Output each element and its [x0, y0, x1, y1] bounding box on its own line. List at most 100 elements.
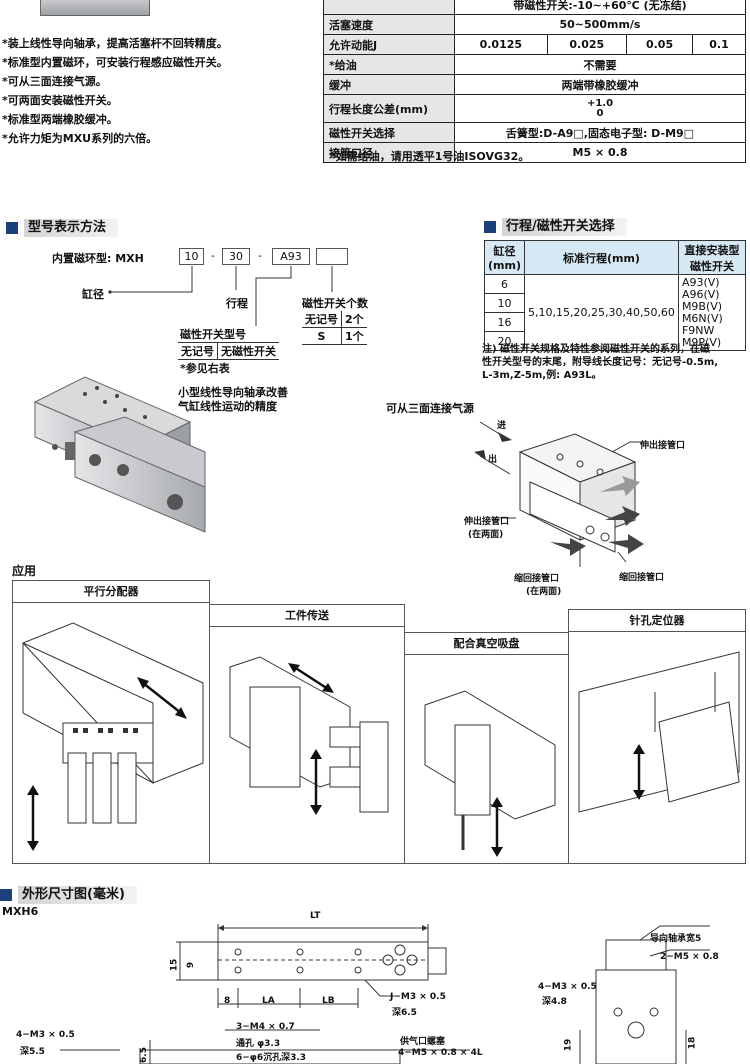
spec-value: M5 × 0.8: [454, 142, 746, 163]
dim-LT: LT: [310, 911, 321, 921]
qty-code: S: [302, 327, 342, 345]
qty-code: 无记号: [302, 311, 342, 328]
dim-deep55: 深5.5: [20, 1047, 45, 1057]
dim-LB: LB: [322, 996, 335, 1006]
stroke-label: 行程: [226, 297, 248, 310]
model-lines: [108, 266, 333, 326]
dim-m3-right: 4−M3 × 0.5: [538, 982, 597, 992]
qty-value: 1个: [341, 327, 367, 345]
model-dash: -: [258, 249, 262, 262]
dim-19: 19: [563, 1038, 574, 1052]
dim-deep48: 深4.8: [542, 997, 567, 1007]
type-value: 无磁性开关: [217, 342, 279, 360]
app-title: 配合真空吸盘: [405, 633, 568, 655]
section-title: 外形尺寸图(毫米): [18, 886, 137, 904]
qty-label: 磁性开关个数: [302, 297, 368, 310]
section-title: 行程/磁性开关选择: [502, 218, 627, 236]
model-code-qty: [316, 248, 348, 265]
col-header: 缸径(mm): [484, 240, 525, 275]
dim-jdeep: 深6.5: [392, 1008, 417, 1018]
port-retract-bottom: 缩回接管口: [514, 574, 560, 584]
spec-key: 磁性开关选择: [323, 122, 455, 143]
app-panel-pin: 针孔定位器: [568, 609, 746, 864]
type-code: 无记号: [178, 342, 218, 360]
product-photo-top: [40, 0, 150, 16]
dim-8: 8: [224, 996, 231, 1006]
spec-key: 缓冲: [323, 74, 455, 95]
port-in-label: 进: [497, 421, 507, 431]
app-panel-distributor: 平行分配器: [12, 580, 210, 864]
dim-counter: 6−φ6沉孔深3.3: [236, 1053, 307, 1063]
dim-m5x4: 4−M5 × 0.8 × 4L: [398, 1048, 483, 1058]
feature-item: *标准型内置磁环，可安装行程感应磁性开关。: [2, 56, 228, 69]
feature-item: *标准型两端橡胶缓冲。: [2, 113, 118, 126]
section-marker-icon: [0, 889, 12, 901]
port-extend-left: 伸出接管口: [464, 517, 510, 527]
feature-item: *可从三面连接气源。: [2, 75, 107, 88]
bore-cell: 20: [484, 331, 525, 351]
spec-key: 接管口径: [323, 142, 455, 163]
section-header-dims: 外形尺寸图(毫米): [0, 886, 137, 904]
dim-guide-width: 导向轴承宽5: [650, 934, 702, 944]
switch-item: M6N(V) F9NW: [681, 311, 723, 337]
caption-line: 气缸线性运动的精度: [178, 400, 277, 413]
bore-cell: 10: [484, 293, 525, 313]
note-line: L-3m,Z-5m,例: A93L。: [482, 370, 602, 381]
dim-15: 15: [169, 958, 180, 972]
note-line: 注) 磁性开关规格及特性参阅磁性开关的系列，在磁: [482, 344, 711, 355]
dims-model: MXH6: [2, 905, 39, 918]
bore-cell: 16: [484, 312, 525, 332]
dim-m5x08: 2−M5 × 0.8: [660, 952, 719, 962]
dim-65: 6.5: [138, 1047, 149, 1063]
section-header-stroke: 行程/磁性开关选择: [484, 218, 627, 236]
cylinder-photo: [33, 376, 206, 533]
dim-9: 9: [186, 961, 197, 969]
dim-18: 18: [687, 1036, 698, 1050]
switch-item: A96(V) M9B(V): [681, 287, 723, 313]
note-line: 性开关型号的末尾，附导线长度记号：无记号-0.5m,: [482, 357, 719, 368]
app-illustration: [578, 651, 740, 813]
dim-supply-plug: 供气口螺塞: [400, 1037, 446, 1047]
tol-upper: +1.0: [586, 97, 614, 109]
spec-key: *给油: [323, 54, 455, 75]
dimension-drawing: [60, 924, 710, 1064]
strokes-cell: 5,10,15,20,25,30,40,50,60: [523, 274, 679, 351]
dim-LA: LA: [262, 996, 275, 1006]
spec-note: *如需给油，请用透平1号油ISOVG32。: [330, 150, 530, 163]
feature-item: *装上线性导向轴承，提高活塞杆不回转精度。: [2, 37, 228, 50]
switch-item: M9P(V): [681, 335, 722, 349]
model-dash: -: [211, 249, 215, 262]
qty-value: 2个: [341, 311, 367, 328]
app-title: 工件传送: [210, 605, 404, 627]
stroke-table: 缸径(mm) 标准行程(mm) 直接安装型磁性开关 6 5,10,15,20,2…: [484, 240, 747, 351]
ports-diagram: [474, 421, 645, 567]
dim-m4: 3−M4 × 0.7: [236, 1022, 295, 1032]
port-retract-right: 缩回接管口: [619, 573, 665, 583]
ports-title: 可从三面连接气源: [386, 402, 474, 415]
dim-jm: J−M3 × 0.5: [390, 992, 446, 1002]
section-marker-icon: [484, 221, 496, 233]
type-label: 磁性开关型号: [180, 328, 246, 341]
caption-line: 小型线性导向轴承改善: [178, 386, 288, 399]
app-panel-transfer: 工件传送: [209, 604, 405, 864]
port-extend-right: 伸出接管口: [640, 441, 686, 451]
app-panel-vacuum: 配合真空吸盘: [404, 632, 569, 864]
section-title: 型号表示方法: [24, 219, 119, 237]
port-out-label: 出: [488, 455, 498, 465]
dim-m3-left: 4−M3 × 0.5: [16, 1030, 75, 1040]
app-illustration: [22, 622, 204, 851]
feature-list: *装上线性导向轴承，提高活塞杆不回转精度。 *标准型内置磁环，可安装行程感应磁性…: [2, 34, 228, 148]
model-code-bore: 10: [179, 248, 204, 265]
port-extend-left-sub: (在两面): [468, 530, 504, 540]
type-table: 无记号无磁性开关: [178, 342, 279, 360]
switch-item: A93(V): [681, 275, 720, 289]
feature-item: *允许力矩为MXU系列的六倍。: [2, 132, 158, 145]
spec-key: 行程长度公差(mm): [323, 94, 455, 123]
section-marker-icon: [6, 222, 18, 234]
app-illustration: [424, 690, 556, 857]
bore-cell: 6: [484, 274, 525, 294]
col-header: 直接安装型磁性开关: [677, 240, 747, 275]
bore-label: 缸径: [82, 288, 104, 301]
model-code-switch: A93: [272, 248, 310, 265]
